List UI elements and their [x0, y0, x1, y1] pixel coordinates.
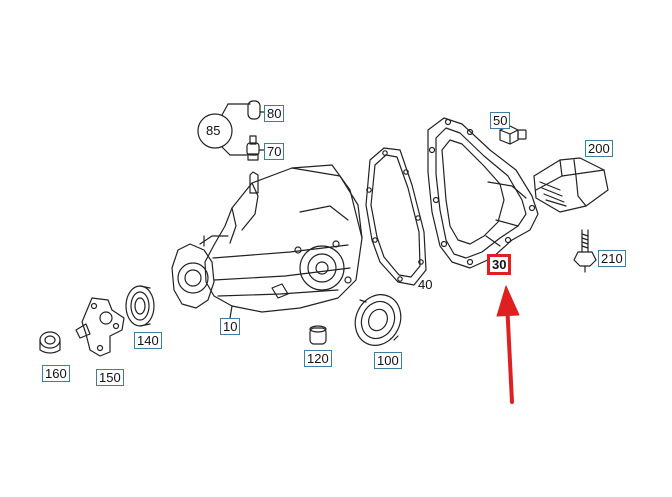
breather-cap	[247, 100, 265, 120]
callout-210[interactable]: 210	[598, 250, 626, 267]
bolt-210	[573, 229, 597, 273]
callout-160[interactable]: 160	[42, 365, 70, 382]
group-circle-85	[197, 113, 233, 149]
nut-160	[39, 331, 61, 354]
seal-100	[354, 294, 402, 346]
gasket	[365, 147, 427, 286]
differential-housing	[171, 164, 363, 319]
breather-valve	[246, 135, 265, 161]
rear-cover	[427, 117, 539, 269]
callout-50[interactable]: 50	[490, 112, 511, 129]
callout-140[interactable]: 140	[134, 332, 162, 349]
rubber-mount	[533, 157, 609, 213]
plug-120	[309, 325, 327, 345]
breather-assembly	[197, 100, 265, 161]
callout-85[interactable]: 85	[206, 123, 221, 138]
callout-10[interactable]: 10	[220, 318, 241, 335]
highlight-arrow	[496, 285, 520, 404]
callout-120[interactable]: 120	[304, 350, 332, 367]
callout-40[interactable]: 40	[418, 277, 433, 292]
callout-150[interactable]: 150	[96, 369, 124, 386]
callout-80[interactable]: 80	[264, 105, 285, 122]
callout-100[interactable]: 100	[374, 352, 402, 369]
flange-150	[75, 297, 125, 357]
callout-70[interactable]: 70	[264, 143, 285, 160]
seal-140	[125, 285, 155, 327]
callout-30-highlighted[interactable]: 30	[487, 254, 512, 275]
callout-200[interactable]: 200	[585, 140, 613, 157]
